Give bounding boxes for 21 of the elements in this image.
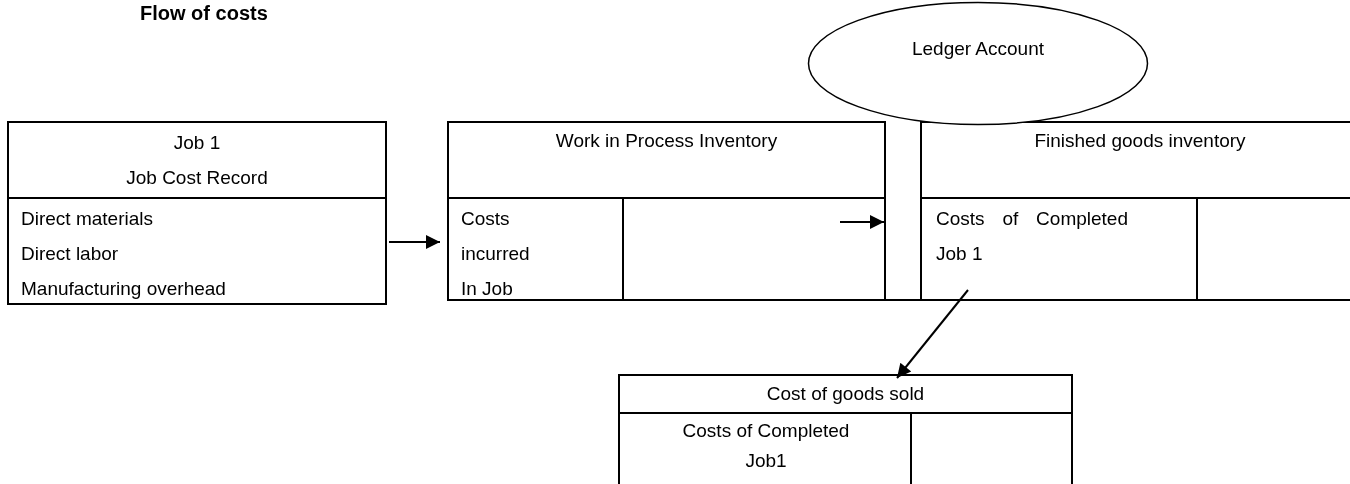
t-account-table [618, 374, 1073, 484]
table-header: Job 1 [172, 131, 222, 155]
table-cell-text: Costs of Completed Job 1 [936, 207, 1128, 266]
node-label: Ledger Account [910, 37, 1045, 61]
arrow [388, 235, 441, 249]
table-cell-text: Costs of Completed Job1 [681, 419, 851, 473]
table-cell-text: Costs incurred In Job [461, 207, 531, 301]
table-header: Work in Process Inventory [554, 129, 779, 153]
table-header: Finished goods inventory [1033, 129, 1247, 153]
title: Flow of costs [140, 2, 268, 25]
t-account-table [7, 121, 387, 305]
table-cell-text: Direct materials [21, 207, 154, 231]
t-account-table [920, 121, 1350, 301]
arrow [839, 215, 885, 229]
table-cell-text: Manufacturing overhead [21, 277, 227, 301]
table-header: Cost of goods sold [765, 382, 926, 406]
ellipse-node [807, 1, 1149, 126]
table-header: Job Cost Record [125, 166, 269, 190]
table-cell-text: Direct labor [21, 242, 120, 266]
t-account-table [447, 121, 886, 301]
arrow [896, 289, 969, 379]
